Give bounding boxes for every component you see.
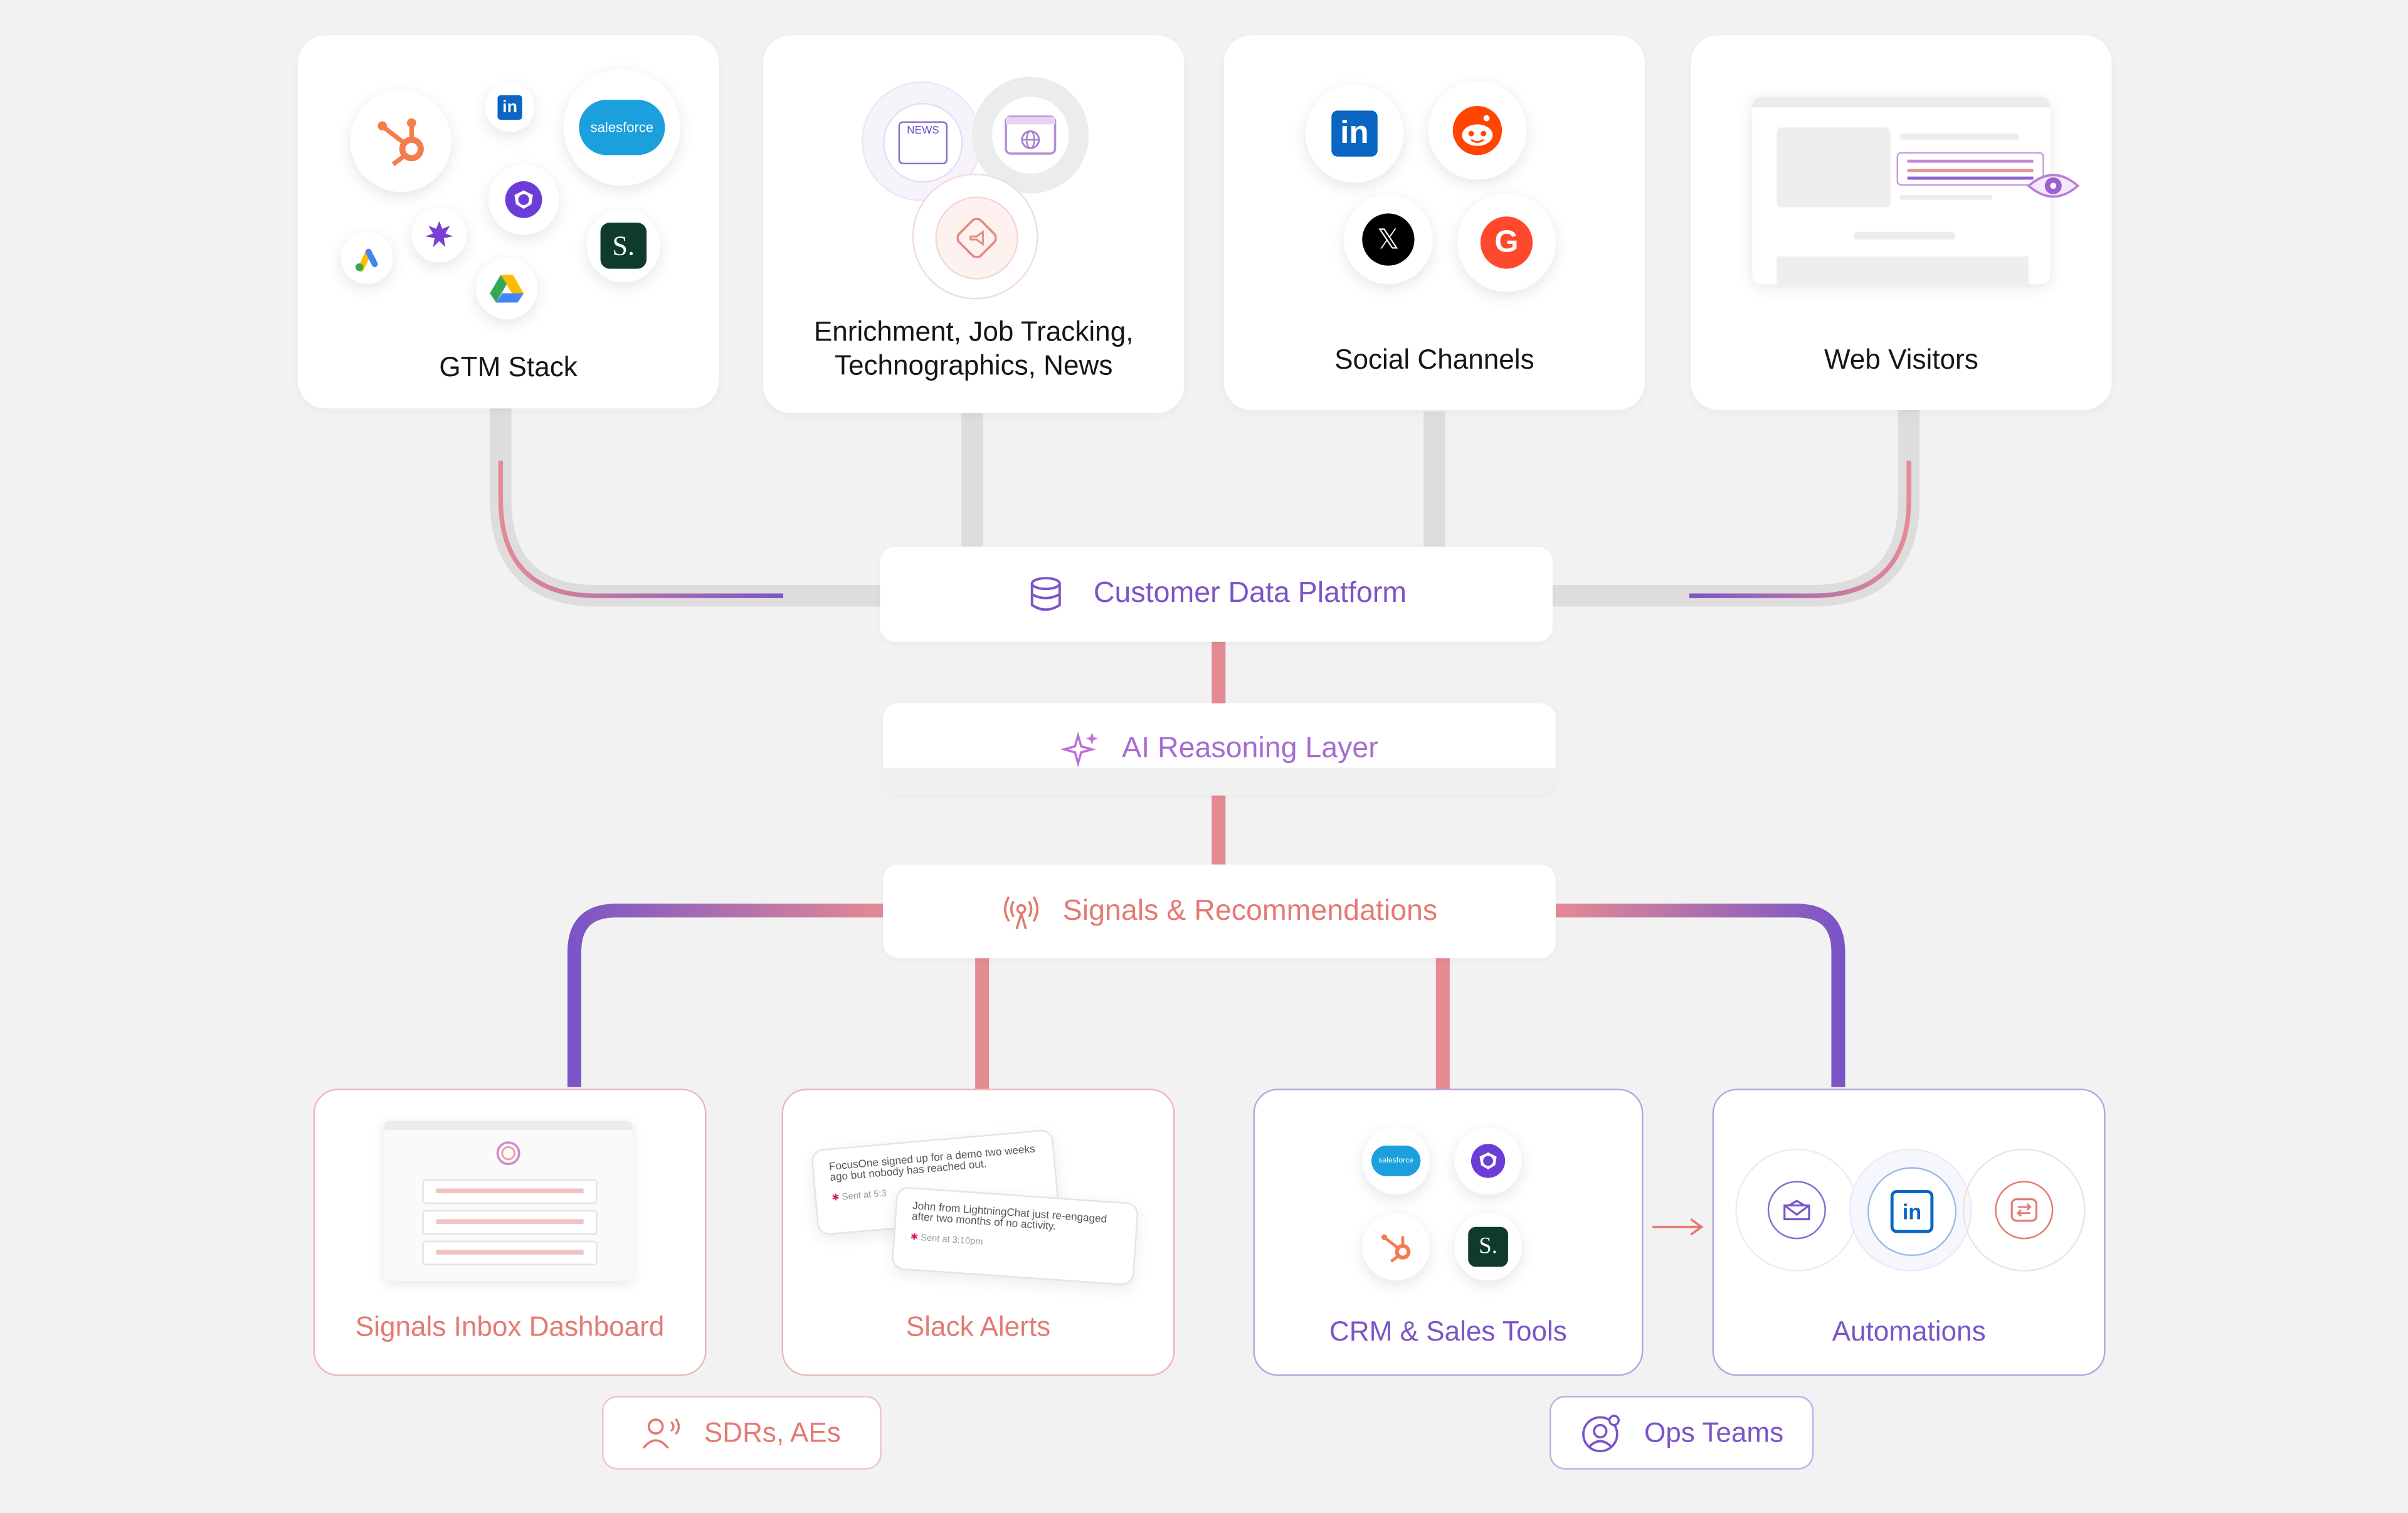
source-title: Enrichment, Job Tracking, Technographics… xyxy=(813,316,1134,381)
news-badge: NEWS xyxy=(861,81,981,201)
s-logo-icon: S. xyxy=(1454,1213,1522,1281)
output-card-signals-inbox: Signals Inbox Dashboard xyxy=(313,1089,707,1376)
google-drive-icon xyxy=(476,258,538,320)
pipe-web xyxy=(1551,406,1920,607)
source-card-web-visitors: Web Visitors xyxy=(1691,35,2112,410)
eye-icon xyxy=(2027,174,2080,198)
salesforce-icon: salesforce xyxy=(563,69,680,186)
g2-label: G xyxy=(1480,216,1533,269)
slack-sent-time: Sent at 3:10pm xyxy=(920,1234,983,1248)
email-badge xyxy=(1735,1148,1859,1272)
role-label: SDRs, AEs xyxy=(704,1416,841,1448)
outreach-icon xyxy=(488,164,559,235)
signals-label: Signals & Recommendations xyxy=(1062,894,1438,927)
outreach-icon xyxy=(1454,1127,1522,1195)
slack-icon: ✱ xyxy=(831,1194,840,1204)
linkedin-label: in xyxy=(1890,1189,1934,1233)
output-card-slack-alerts: FocusOne signed up for a demo two weeks … xyxy=(781,1089,1175,1376)
signals-pill: Signals & Recommendations xyxy=(883,864,1556,959)
salesforce-label: salesforce xyxy=(1371,1145,1421,1176)
x-icon: 𝕏 xyxy=(1343,195,1433,285)
source-title: Web Visitors xyxy=(1824,344,1978,375)
news-icon: NEWS xyxy=(898,121,948,165)
linkedin-icon: in xyxy=(1867,1167,1957,1257)
database-icon xyxy=(1030,577,1061,611)
source-title: GTM Stack xyxy=(439,351,578,382)
salesforce-label: salesforce xyxy=(579,100,665,156)
slack-message-text: John from LightningChat just re-engaged … xyxy=(911,1201,1107,1233)
output-title: CRM & Sales Tools xyxy=(1329,1315,1567,1347)
output-title: Signals Inbox Dashboard xyxy=(355,1311,665,1342)
linkedin-icon: in xyxy=(1305,84,1404,183)
user-settings-icon xyxy=(1582,1415,1620,1453)
google-ads-icon xyxy=(341,231,393,285)
linkedin-icon: in xyxy=(485,83,535,132)
news-label: NEWS xyxy=(907,125,939,137)
source-card-social: in 𝕏 G Social Channels xyxy=(1223,35,1645,410)
g2-icon: G xyxy=(1457,193,1556,292)
cdp-label: Customer Data Platform xyxy=(1093,577,1407,610)
broadcast-icon xyxy=(1004,895,1039,929)
email-icon xyxy=(1767,1181,1826,1240)
reddit-icon xyxy=(1428,81,1527,180)
globe-icon xyxy=(992,97,1069,174)
browser-mockup xyxy=(1752,97,2051,285)
s-logo-label: S. xyxy=(1468,1226,1508,1267)
role-label: Ops Teams xyxy=(1644,1416,1784,1448)
dashboard-mockup xyxy=(384,1120,633,1281)
s-logo-icon: S. xyxy=(586,209,661,283)
slack-message: John from LightningChat just re-engaged … xyxy=(891,1186,1139,1286)
salesforce-icon: salesforce xyxy=(1362,1127,1430,1195)
source-card-gtm-stack: in salesforce S. GTM Stack xyxy=(298,35,719,409)
workflow-icon xyxy=(1995,1181,2054,1240)
output-card-crm: salesforce S. CRM & Sales Tools xyxy=(1253,1089,1644,1376)
linkedin-label: in xyxy=(1331,110,1378,157)
sparkle-icon xyxy=(1060,731,1097,767)
source-title: Social Channels xyxy=(1334,344,1534,375)
slack-sent-time: Sent at 5:3 xyxy=(842,1189,887,1203)
ai-reasoning-label: AI Reasoning Layer xyxy=(1122,732,1378,765)
hubspot-icon xyxy=(1362,1213,1430,1281)
role-badge-ops: Ops Teams xyxy=(1550,1396,1814,1470)
slack-icon: ✱ xyxy=(910,1233,919,1243)
role-badge-sales: SDRs, AEs xyxy=(602,1396,882,1470)
output-card-automations: in Automations xyxy=(1712,1089,2106,1376)
pipe-gtm xyxy=(490,406,884,607)
megaphone-icon xyxy=(935,196,1018,280)
workflow-badge xyxy=(1962,1148,2086,1272)
ai-reasoning-pill: AI Reasoning Layer xyxy=(883,703,1556,796)
linkedin-badge: in xyxy=(1849,1148,1972,1272)
globe-badge xyxy=(972,76,1089,194)
source-card-enrichment: NEWS Enrichment, Job Tracking, Technogra… xyxy=(763,35,1185,413)
cdp-pill: Customer Data Platform xyxy=(880,546,1553,642)
megaphone-badge xyxy=(912,173,1038,300)
output-title: Automations xyxy=(1832,1315,1986,1347)
hubspot-icon xyxy=(350,90,452,192)
speaking-person-icon xyxy=(643,1418,681,1449)
output-title: Slack Alerts xyxy=(906,1311,1051,1342)
s-logo-label: S. xyxy=(600,223,647,269)
sparkle-badge-icon xyxy=(411,207,467,263)
x-label: 𝕏 xyxy=(1362,213,1415,266)
